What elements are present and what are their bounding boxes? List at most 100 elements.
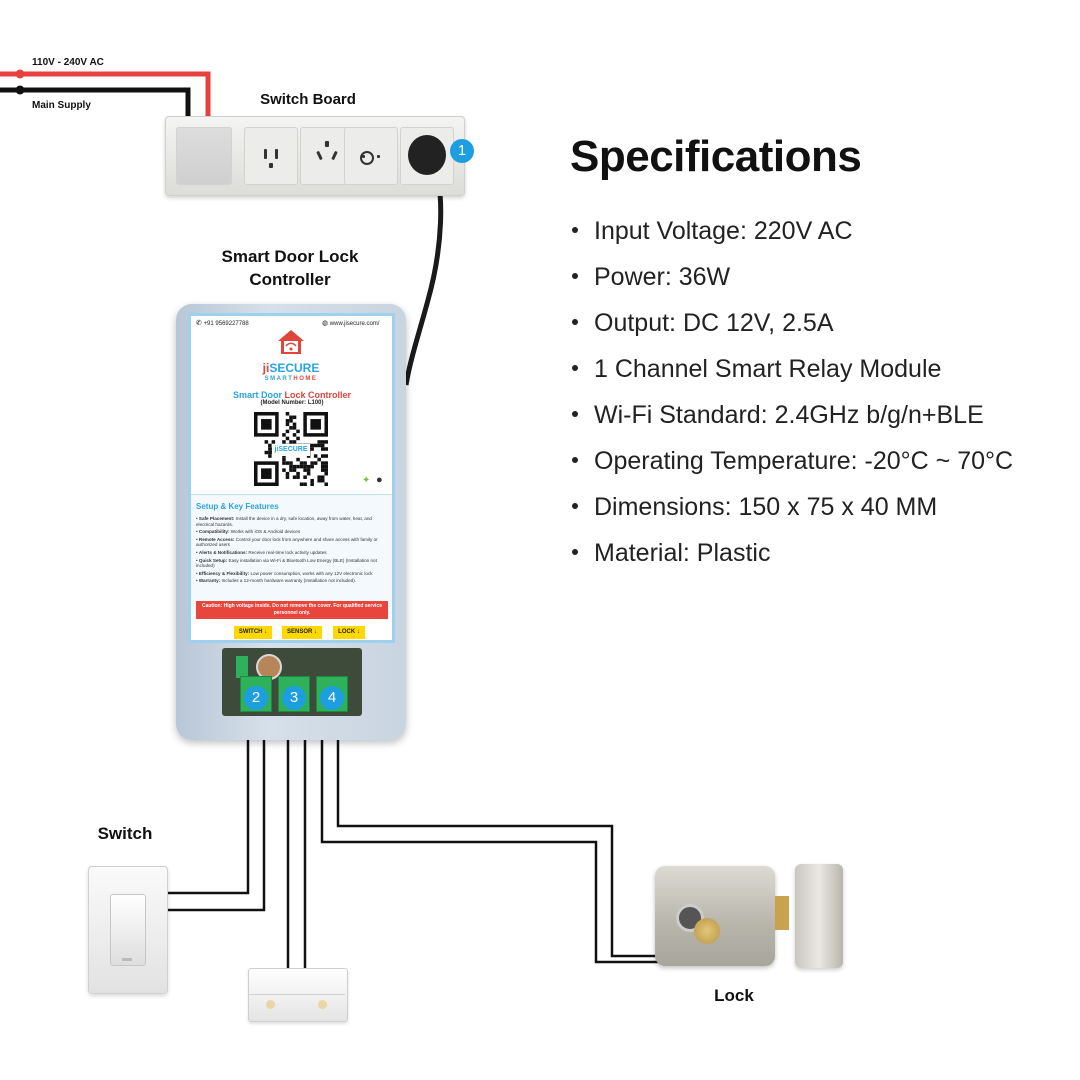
- main-supply-label: Main Supply: [32, 100, 91, 111]
- qr-module: [289, 415, 293, 420]
- sensor-screw-right: [318, 1000, 327, 1009]
- qr-module: [285, 422, 290, 427]
- qr-module: [296, 471, 300, 476]
- website: ◍ www.jisecure.com/: [322, 319, 379, 327]
- live-wire-end: [15, 69, 25, 79]
- qr-module: [296, 436, 300, 441]
- qr-module: [292, 433, 297, 437]
- spec-item-text: Operating Temperature: -20°C ~ 70°C: [594, 447, 1014, 475]
- relay: [256, 654, 282, 680]
- feature-key: Warranty:: [198, 578, 221, 584]
- specifications-title: Specifications: [570, 132, 862, 181]
- apple-icon: ●: [376, 474, 383, 486]
- qr-module: [289, 419, 293, 423]
- product-name-1: Smart Door: [232, 390, 285, 400]
- qr-module: [289, 440, 293, 444]
- qr-module: [282, 457, 286, 462]
- qr-module: [310, 443, 314, 448]
- qr-module: [292, 468, 297, 472]
- phone-number: ✆ +91 9569227788: [196, 319, 249, 327]
- bullet-icon: [572, 273, 578, 280]
- switch-rocker-bottom: [122, 958, 132, 961]
- qr-module: [310, 482, 314, 486]
- bullet-icon: [572, 549, 578, 556]
- qr-module: [317, 440, 321, 444]
- qr-finder: [310, 419, 321, 430]
- qr-module: [313, 454, 318, 458]
- brand-prefix: ji: [262, 361, 270, 375]
- switch-wire-a-line: [165, 716, 250, 895]
- feature-item: • Safe Placement: Install the device in …: [196, 516, 372, 527]
- spec-item: Operating Temperature: -20°C ~ 70°C: [570, 440, 1013, 486]
- product-name: Smart Door Lock Controller: [198, 390, 386, 400]
- controller-label: Smart Door Lock Controller: [200, 245, 380, 291]
- features-section: [191, 494, 392, 615]
- qr-module: [289, 464, 293, 469]
- tag-lock: LOCK ↓: [333, 626, 365, 639]
- feature-item: • Quick Setup: Easy installation via Wi-…: [196, 557, 377, 569]
- qr-module: [268, 450, 272, 455]
- feature-key: Remote Access:: [198, 536, 235, 542]
- lock-keeper-plate: [795, 864, 843, 968]
- qr-module: [296, 464, 300, 469]
- qr-module: [306, 464, 311, 469]
- socket-3: [344, 127, 398, 185]
- qr-module: [324, 482, 328, 486]
- qr-module: [320, 464, 325, 469]
- qr-module: [292, 415, 297, 420]
- qr-module: [285, 461, 290, 465]
- feature-value: Works with iOS & Android devices: [229, 529, 301, 535]
- switch-board: [165, 116, 465, 196]
- qr-module: [317, 475, 321, 479]
- qr-module: [282, 454, 286, 458]
- feature-value: Control your door lock from anywhere and…: [196, 536, 378, 548]
- feature-value: Low power consumption, works with any 12…: [249, 570, 373, 576]
- qr-module: [264, 440, 269, 444]
- qr-finder: [261, 468, 272, 479]
- qr-module: [324, 468, 328, 472]
- qr-module: [299, 464, 304, 469]
- feature-value: Includes a 12-month hardware warranty (I…: [220, 578, 357, 584]
- feature-item: • Warranty: Includes a 12-month hardware…: [196, 578, 357, 584]
- qr-module: [299, 461, 304, 465]
- qr-module: [292, 464, 297, 469]
- switch-board-label: Switch Board: [260, 91, 356, 108]
- product-name-2: Lock Controller: [284, 390, 352, 400]
- sensor-divider: [249, 994, 345, 995]
- spec-item-text: Input Voltage: 220V AC: [594, 217, 853, 245]
- tag-sensor: SENSOR ↓: [282, 626, 322, 639]
- bullet-icon: [572, 503, 578, 510]
- badge-4: 4: [320, 686, 344, 710]
- qr-module: [285, 429, 290, 434]
- qr-module: [324, 454, 328, 458]
- phone-text: +91 9569227788: [203, 321, 249, 327]
- qr-module: [268, 454, 272, 458]
- switch-rocker: [110, 894, 146, 966]
- feature-item: • Efficiency & Flexibility: Low power co…: [196, 570, 373, 576]
- qr-module: [292, 422, 297, 427]
- qr-module: [296, 475, 300, 479]
- feature-value: Easy installation via Wi-Fi & Bluetooth …: [196, 557, 377, 569]
- qr-module: [292, 426, 297, 430]
- qr-module: [282, 433, 286, 437]
- features-title: Setup & Key Features: [196, 502, 279, 511]
- qr-module: [296, 429, 300, 434]
- qr-module: [268, 443, 272, 448]
- qr-module: [313, 443, 318, 448]
- qr-module: [306, 471, 311, 476]
- qr-module: [292, 440, 297, 444]
- wall-switch-module: [176, 127, 232, 185]
- spec-item-text: Dimensions: 150 x 75 x 40 MM: [594, 493, 938, 521]
- qr-module: [310, 464, 314, 469]
- neutral-wire: [0, 87, 191, 118]
- brand-sub: SMARTHOME: [256, 376, 326, 382]
- model-number: (Model Number: L100): [260, 400, 324, 406]
- qr-module: [268, 447, 272, 451]
- qr-module: [289, 461, 293, 465]
- feature-key: Efficiency & Flexibility:: [198, 570, 250, 576]
- qr-module: [324, 461, 328, 465]
- switch-label: Switch: [97, 824, 153, 843]
- qr-module: [296, 457, 300, 462]
- qr-module: [320, 454, 325, 458]
